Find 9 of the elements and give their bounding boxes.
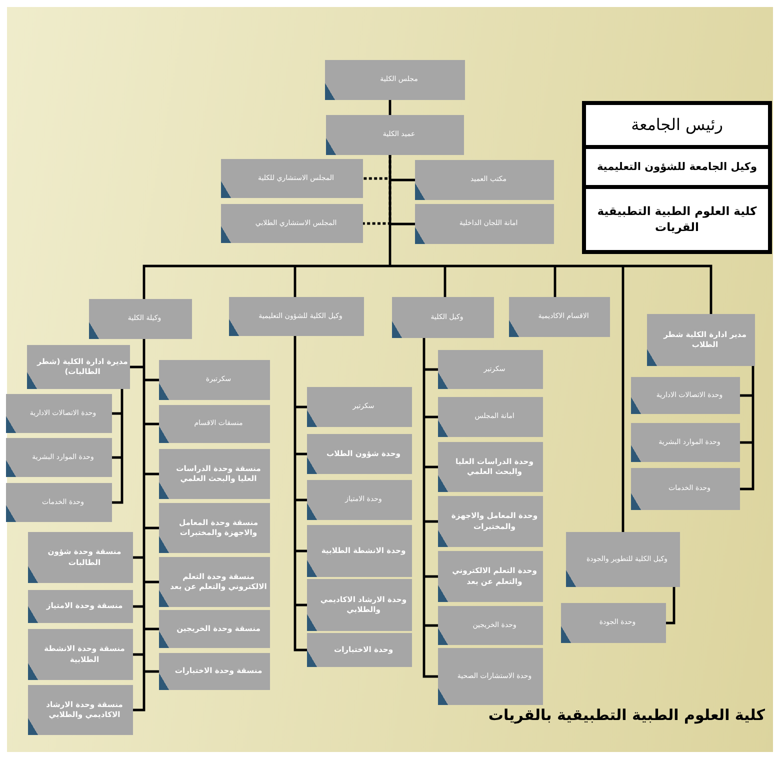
connector-line: [738, 364, 754, 490]
connector-line: [294, 334, 308, 652]
connector-line: [422, 336, 440, 678]
connector-line: [666, 587, 676, 624]
connector-line: [110, 388, 124, 504]
connector-line: [388, 100, 392, 115]
connector-line: [142, 154, 712, 534]
caption-text: كلية العلوم الطبية التطبيقية بالقريات: [488, 706, 765, 724]
connector-line: [128, 338, 160, 712]
